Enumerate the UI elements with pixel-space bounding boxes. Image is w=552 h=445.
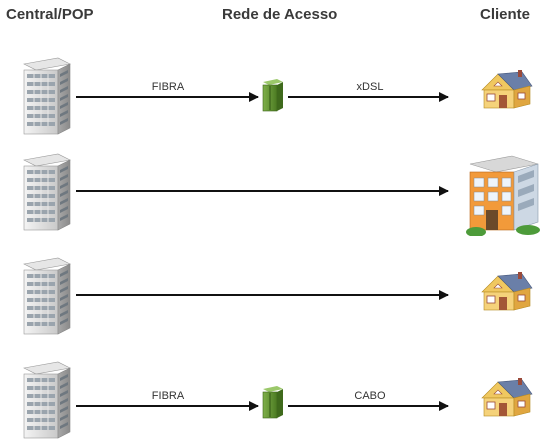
office-building-icon <box>23 361 71 439</box>
row-3 <box>23 257 533 335</box>
office-building-icon <box>23 257 71 335</box>
row-2 <box>23 153 541 236</box>
segment-label-fibra: FIBRA <box>152 390 185 402</box>
segment-label-cabo: CABO <box>354 390 386 402</box>
house-icon <box>481 69 533 109</box>
apartment-building-icon <box>465 155 541 236</box>
house-icon <box>481 377 533 417</box>
office-building-icon <box>23 153 71 231</box>
header-client: Cliente <box>480 6 531 23</box>
row-1: FIBRA xDSL <box>23 57 533 135</box>
street-cabinet-icon <box>262 78 284 112</box>
row-4: FIBRA CABO <box>23 361 533 439</box>
header-access-network: Rede de Acesso <box>222 6 338 23</box>
street-cabinet-icon <box>262 385 284 419</box>
header-central-pop: Central/POP <box>6 6 94 23</box>
segment-label-xdsl: xDSL <box>357 81 384 93</box>
house-icon <box>481 271 533 311</box>
segment-label-fibra: FIBRA <box>152 81 185 93</box>
office-building-icon <box>23 57 71 135</box>
